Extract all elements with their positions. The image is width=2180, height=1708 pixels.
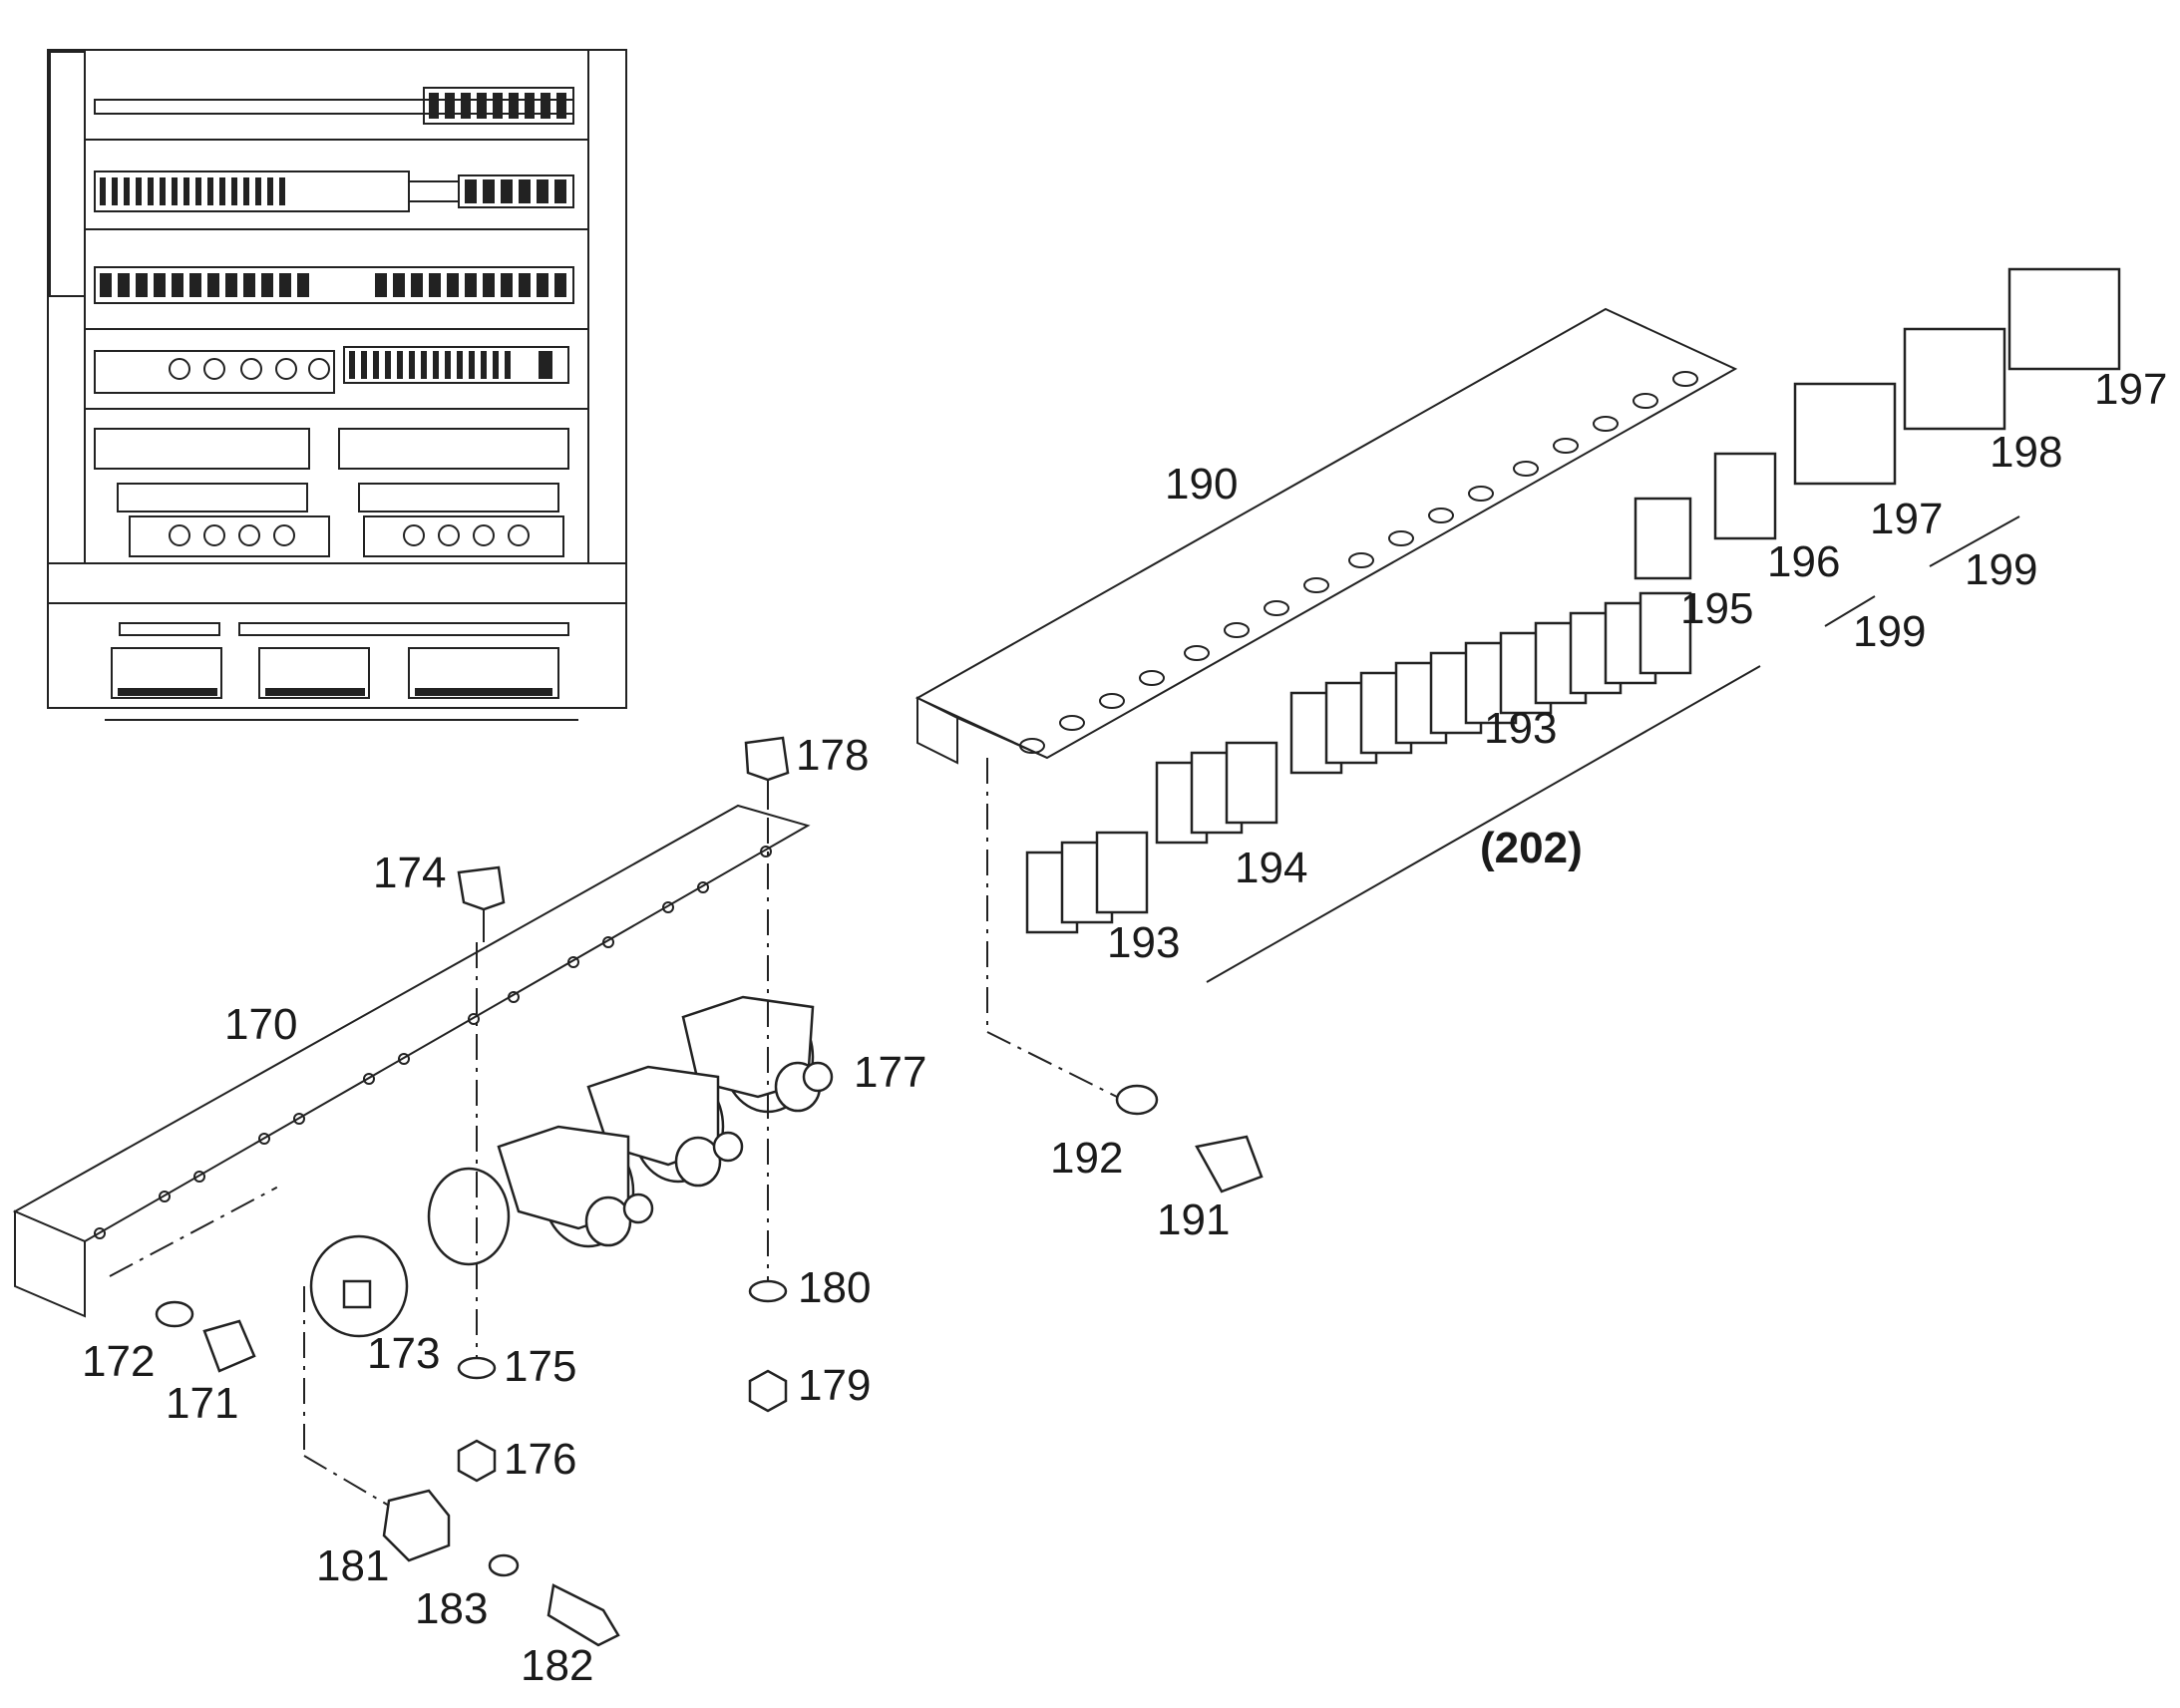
callout-191: 191: [1157, 1196, 1230, 1244]
callout-172: 172: [82, 1337, 155, 1386]
callout-196: 196: [1767, 537, 1840, 586]
callout-182: 182: [521, 1641, 593, 1690]
bracket-170: [12, 804, 811, 1318]
callout-170: 170: [224, 1000, 297, 1049]
callout-171: 171: [166, 1379, 238, 1428]
callout-194: 194: [1235, 844, 1307, 892]
callout-179: 179: [798, 1361, 871, 1410]
callout-190: 190: [1165, 460, 1238, 509]
callout-176: 176: [504, 1435, 576, 1484]
callout-175: 175: [504, 1342, 576, 1391]
cabinet-overview: [47, 49, 627, 721]
callout-192: 192: [1050, 1134, 1123, 1183]
callout-labels: 170 171 172 173 174 175 176 177 178 179 …: [82, 365, 2167, 1690]
callout-199-lower: 199: [1853, 607, 1926, 656]
fasteners-left: [109, 736, 790, 1647]
callout-181: 181: [316, 1541, 389, 1590]
callout-202: (202): [1480, 824, 1583, 872]
callout-178: 178: [796, 731, 869, 780]
callout-173: 173: [367, 1329, 440, 1378]
callout-197-lower: 197: [1870, 495, 1943, 543]
callout-183: 183: [415, 1584, 488, 1633]
callout-198: 198: [1990, 428, 2062, 477]
callout-193-lower: 193: [1107, 918, 1180, 967]
callout-177: 177: [854, 1048, 926, 1097]
callout-199-upper: 199: [1965, 545, 2037, 594]
callout-193-upper: 193: [1484, 704, 1557, 753]
callout-180: 180: [798, 1263, 871, 1312]
circuit-breakers: [1025, 267, 2121, 934]
callout-195: 195: [1680, 584, 1753, 633]
callout-174: 174: [373, 849, 446, 897]
relay-cylinders: [309, 995, 834, 1338]
bracket-190: [914, 307, 1761, 1194]
callout-197-upper: 197: [2094, 365, 2167, 414]
